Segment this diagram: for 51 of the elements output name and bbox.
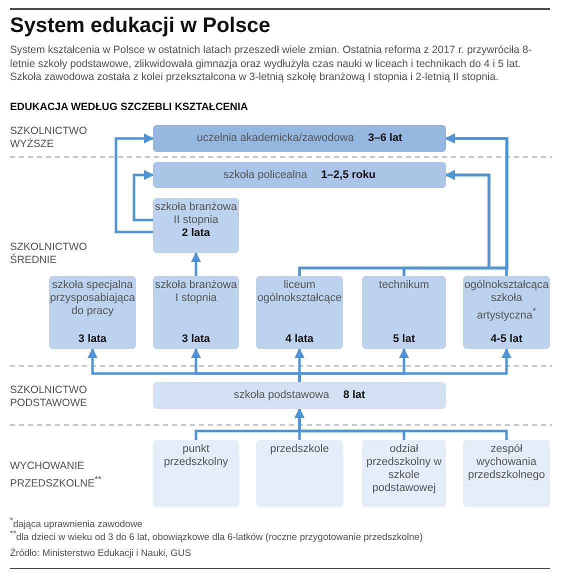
footnote: $^{**}$dla dzieci w wieku od 3 do 6 lat, obowiązkowe dla 6-latków (roczne przygotowanie przedszkolne)	[10, 529, 424, 544]
level-label: SZKOLNICTWO ŚREDNIE	[10, 241, 88, 267]
level-label: SZKOLNICTWO PODSTAWOWE	[10, 384, 88, 410]
arrow	[114, 134, 154, 234]
duration-text: 3 lata	[78, 333, 107, 346]
arrow	[132, 170, 154, 222]
arrow	[298, 348, 512, 382]
duration-text: 1–2,5 roku	[321, 168, 376, 182]
school-name: ogólnokształcąca szkoła artystyczna$^{*}$	[464, 279, 549, 323]
school-name: technikum	[378, 279, 430, 292]
school-box	[49, 276, 136, 349]
school-name: zespół wychowania przedszkolnego	[466, 443, 546, 482]
level-label: WYCHOWANIE PRZEDSZKOLNE$^{**}$	[10, 460, 102, 490]
footnote: $^{*}$dająca uprawnienia zawodowe	[10, 516, 142, 530]
school-box	[362, 276, 446, 349]
school-name: odział przedszkolny w szkole podstawowej	[365, 443, 443, 495]
duration-text: 3 lata	[182, 333, 210, 346]
title: System edukacji w Polsce	[10, 14, 270, 38]
school-name: szkoła podstawowa	[234, 389, 330, 402]
duration-text: 8 lat	[343, 389, 366, 402]
source-note: Źródło: Ministerstwo Edukacji i Nauki, GUS	[10, 548, 192, 559]
school-box	[153, 198, 239, 253]
school-box	[153, 382, 446, 409]
school-name: liceum ogólnokształcące	[257, 279, 342, 305]
school-name: szkoła policealna	[223, 168, 308, 182]
school-name: szkoła branżowa II stopnia	[155, 201, 237, 227]
school-box	[362, 440, 446, 507]
school-box	[256, 440, 343, 507]
duration-text: 3–6 lat	[368, 132, 402, 145]
duration-text: 4 lata	[285, 333, 314, 346]
school-name: szkoła specjalna przysposabiająca do pracy	[50, 279, 135, 318]
subtitle: EDUKACJA WEDŁUG SZCZEBLI KSZTAŁCENIA	[10, 101, 248, 113]
arrow	[294, 408, 508, 440]
school-name: uczelnia akademicka/zawodowa	[196, 132, 354, 145]
school-name: przedszkole	[270, 443, 329, 456]
duration-text: 2 lata	[182, 227, 210, 240]
school-name: szkoła branżowa I stopnia	[155, 279, 237, 305]
school-box	[463, 276, 550, 349]
intro-paragraph: System kształcenia w Polsce w ostatnich latach przeszedł wiele zmian. Ostatnia reforma z 2017 r. przywróciła 8-letnie szkoły podstawowe, zlikwidowała gimnazja oraz wydłużyła czas nauki w liceach i technikach do 4 i 5 lat. Szkoła zawodowa została z kolei przekształcona w 3-letnią szkołę branżową I stopnia i 2-letnią II stopnia.	[10, 44, 533, 84]
duration-text: 5 lat	[392, 333, 415, 346]
arrow	[191, 252, 201, 276]
school-box	[153, 162, 446, 188]
level-label: SZKOLNICTWO WYŻSZE	[10, 125, 88, 151]
arrow	[445, 170, 508, 276]
duration-text: 4-5 lat	[490, 333, 522, 346]
school-box	[153, 276, 239, 349]
school-box	[153, 440, 239, 507]
school-box	[153, 125, 446, 152]
school-name: punkt przedszkolny	[162, 443, 230, 469]
school-box	[256, 276, 343, 349]
school-box	[463, 440, 550, 507]
